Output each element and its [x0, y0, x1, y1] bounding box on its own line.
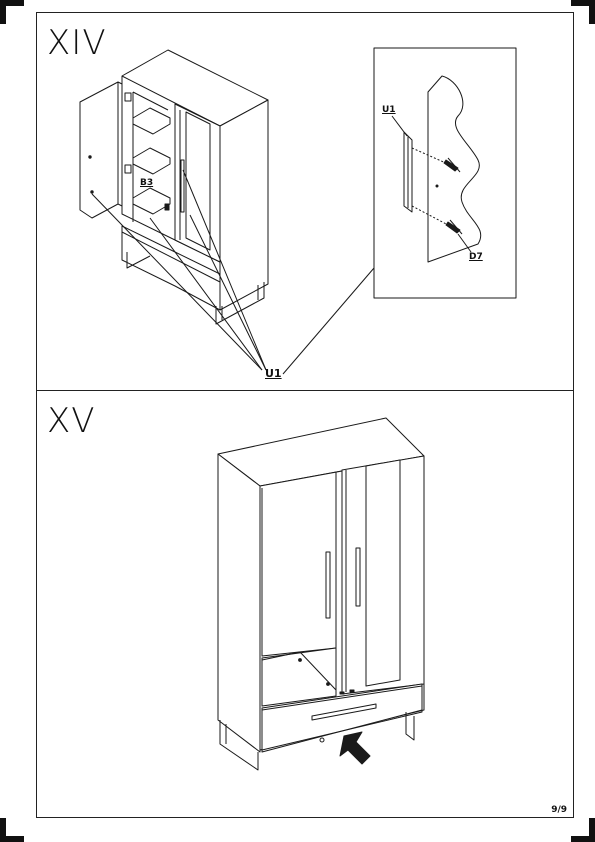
screw-icon: [444, 158, 460, 172]
crop-mark-bottom-right-v: [589, 818, 595, 842]
crop-mark-top-right-h: [571, 0, 595, 6]
step-divider: [36, 390, 574, 391]
crop-mark-top-right-v: [589, 0, 595, 24]
handle-icon: [356, 548, 360, 606]
wardrobe-closed-drawing: [218, 418, 424, 770]
step-number-xv: XV: [47, 401, 96, 441]
crop-mark-top-left-v: [0, 0, 6, 24]
crop-mark-bottom-right-h: [571, 836, 595, 842]
crop-mark-bottom-left-v: [0, 818, 6, 842]
part-label-u1: U1: [265, 367, 282, 380]
screw-icon: [446, 220, 462, 234]
handle-icon: [326, 552, 330, 618]
wardrobe-open-door-drawing: [80, 50, 374, 374]
part-label-b3: B3: [140, 178, 154, 188]
step-number-xiv: XIV: [47, 23, 107, 63]
page-number: 9/9: [551, 805, 567, 815]
page-frame: [36, 12, 574, 818]
crop-mark-top-left-h: [0, 0, 24, 6]
handle-icon: [181, 160, 184, 212]
push-arrow-icon: [340, 732, 370, 764]
part-label-d7: D7: [469, 252, 483, 262]
part-label-u1-detail: U1: [382, 105, 396, 115]
handle-mounting-detail: [392, 76, 481, 262]
crop-mark-bottom-left-h: [0, 836, 24, 842]
